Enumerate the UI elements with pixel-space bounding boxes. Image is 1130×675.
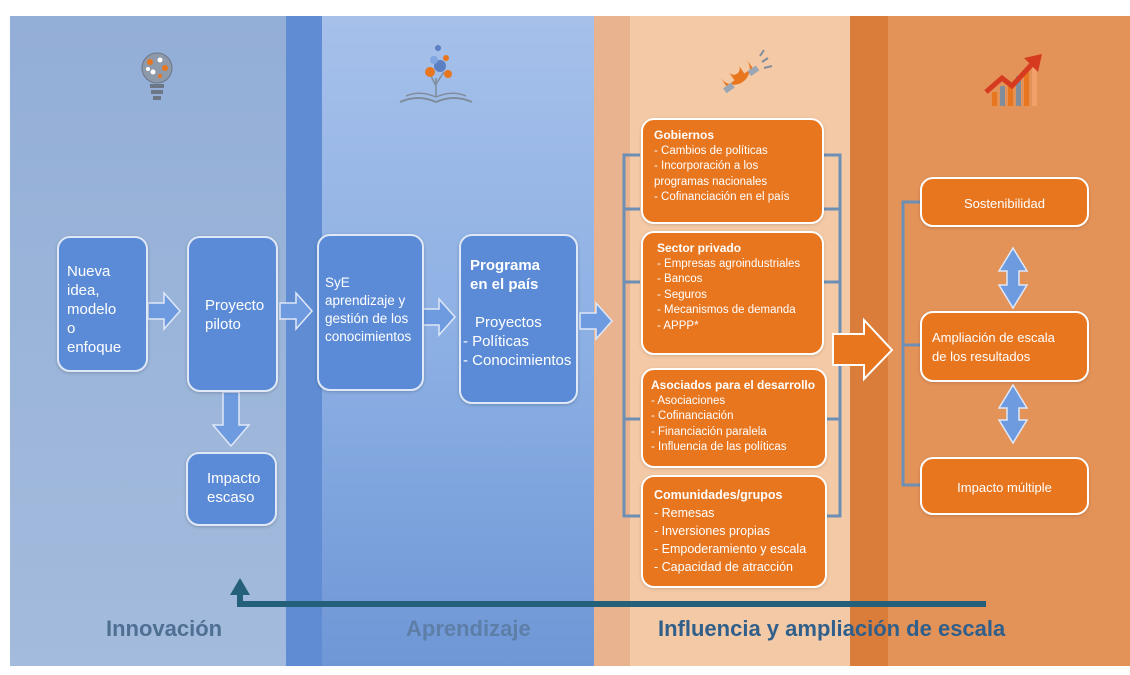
group-item: - Financiación paralela xyxy=(651,425,767,438)
phase-label-innovation: Innovación xyxy=(106,616,223,641)
group-item: - Cofinanciación en el país xyxy=(654,191,790,203)
group-item: - APPP* xyxy=(657,319,699,332)
low-impact-box: Impacto escaso xyxy=(186,452,277,526)
group-item: - Capacidad de atracción xyxy=(654,560,793,574)
group-item: - Empoderamiento y escala xyxy=(654,542,807,556)
low-impact-line: escaso xyxy=(207,489,255,506)
lightbulb-icon xyxy=(141,52,173,100)
new-idea-line: idea, xyxy=(67,282,100,299)
group-item: - Seguros xyxy=(657,288,707,301)
magnet-icon xyxy=(720,49,773,94)
program-item: - Políticas xyxy=(463,333,529,350)
group-item: - Influencia de las políticas xyxy=(651,441,787,453)
group-item: - Remesas xyxy=(654,506,715,520)
scaling-results-box: Ampliación de escala de los resultados xyxy=(920,311,1089,382)
phase-label-learning: Aprendizaje xyxy=(406,616,531,641)
new-idea-line: Nueva xyxy=(67,263,111,280)
phase-label-influence: Influencia y ampliación de escala xyxy=(658,616,1006,641)
program-title-line: en el país xyxy=(470,276,539,293)
group-item: - Inversiones propias xyxy=(654,524,771,538)
learning-band-edge xyxy=(286,16,322,666)
arrow-idea-to-pilot xyxy=(147,291,182,331)
new-idea-line: enfoque xyxy=(67,339,122,356)
group-title: Sector privado xyxy=(657,241,742,255)
group-item: - Cambios de políticas xyxy=(654,144,768,157)
multiple-impact-label: Impacto múltiple xyxy=(957,480,1052,495)
program-title-line: Programa xyxy=(470,257,541,274)
me-line: conocimientos xyxy=(325,329,412,344)
governments-box: Gobiernos - Cambios de políticas - Incor… xyxy=(641,118,824,224)
feedback-arrow xyxy=(237,593,986,607)
me-line: SyE xyxy=(325,275,350,290)
group-item: - Bancos xyxy=(657,273,703,285)
group-item: - Mecanismos de demanda xyxy=(657,304,796,316)
knowledge-book-icon xyxy=(399,45,473,104)
new-idea-box: Nueva idea, modelo o enfoque xyxy=(57,236,148,372)
pilot-project-box: Proyecto piloto xyxy=(187,236,278,392)
arrow-me-to-program xyxy=(422,297,457,337)
monitoring-evaluation-box: SyE aprendizaje y gestión de los conocim… xyxy=(317,234,424,391)
arrow-groups-to-results xyxy=(832,317,894,382)
scaling-results-line: de los resultados xyxy=(932,349,1031,364)
private-sector-box: Sector privado - Empresas agroindustrial… xyxy=(641,231,824,355)
low-impact-line: Impacto xyxy=(207,470,261,487)
country-program-box: Programa en el país Proyectos - Política… xyxy=(459,234,578,404)
arrow-pilot-to-me xyxy=(279,291,314,331)
scaling-results-line: Ampliación de escala xyxy=(932,330,1055,345)
group-title: Gobiernos xyxy=(654,128,715,142)
new-idea-line: o xyxy=(67,320,76,337)
groups-bracket-ticks-left xyxy=(624,207,640,421)
feedback-arrowhead xyxy=(230,578,250,595)
me-line: aprendizaje y xyxy=(325,293,406,308)
arrow-program-to-groups xyxy=(579,301,614,341)
group-item: - Empresas agroindustriales xyxy=(657,257,801,270)
pilot-line: Proyecto xyxy=(205,297,265,314)
development-partners-box: Asociados para el desarrollo - Asociacio… xyxy=(641,368,827,468)
double-arrow-lower xyxy=(997,383,1029,445)
group-item: programas nacionales xyxy=(654,175,768,188)
double-arrow-upper xyxy=(997,246,1029,310)
program-item: Proyectos xyxy=(475,314,542,331)
group-title: Asociados para el desarrollo xyxy=(651,378,816,392)
connectors-layer xyxy=(141,45,1042,607)
sustainability-box: Sostenibilidad xyxy=(920,177,1089,227)
group-item: - Incorporación a los xyxy=(654,160,759,172)
growth-chart-icon xyxy=(984,54,1042,106)
group-title: Comunidades/grupos xyxy=(654,488,783,502)
group-item: - Cofinanciación xyxy=(651,410,734,422)
scaling-up-diagram: Nueva idea, modelo o enfoque Proyecto pi… xyxy=(10,16,1130,666)
communities-box: Comunidades/grupos - Remesas - Inversion… xyxy=(641,475,827,588)
program-item: - Conocimientos xyxy=(463,352,572,369)
sustainability-label: Sostenibilidad xyxy=(964,196,1045,211)
group-item: - Asociaciones xyxy=(651,394,726,407)
arrow-pilot-to-impact xyxy=(211,391,251,448)
groups-bracket-left xyxy=(622,153,640,518)
multiple-impact-box: Impacto múltiple xyxy=(920,457,1089,515)
pilot-line: piloto xyxy=(205,316,241,333)
new-idea-line: modelo xyxy=(67,301,117,318)
me-line: gestión de los xyxy=(325,311,409,326)
